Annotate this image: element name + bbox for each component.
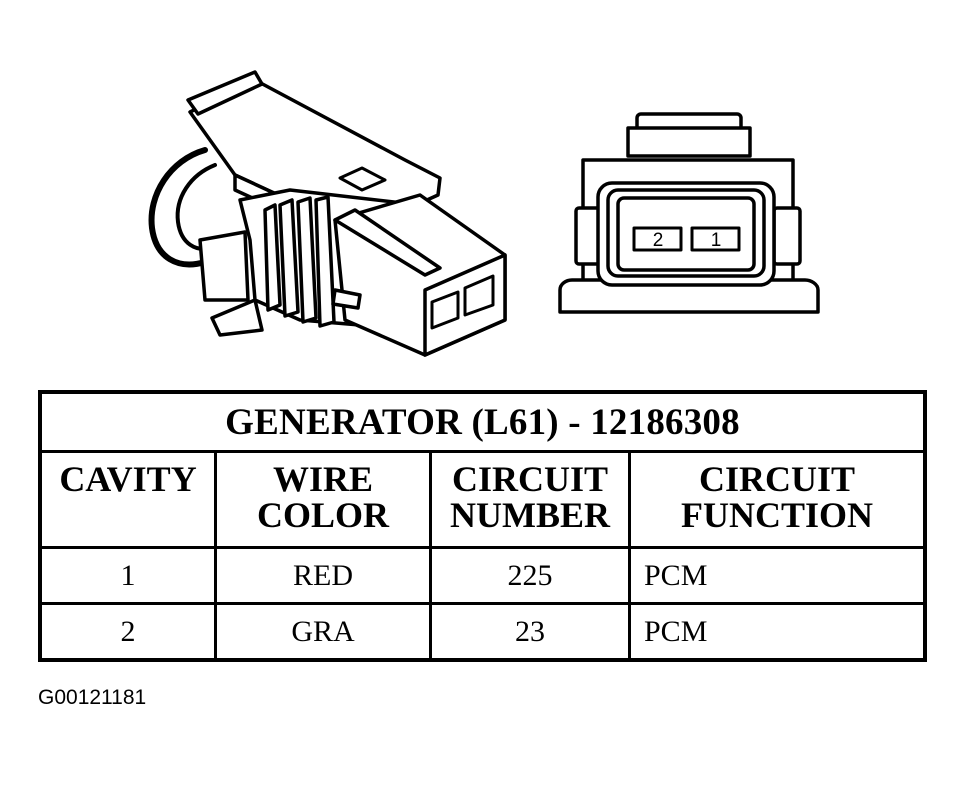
- header-circuit-function-line-2: FUNCTION: [680, 495, 873, 535]
- cell-circuit-function: PCM: [644, 614, 708, 648]
- header-wire-color: WIRE COLOR: [217, 453, 432, 546]
- header-circuit-number-line-1: CIRCUIT: [451, 459, 609, 499]
- header-circuit-number: CIRCUIT NUMBER: [432, 453, 631, 546]
- connector-illustration: 2 1: [148, 70, 820, 357]
- header-cavity: CAVITY: [42, 453, 217, 546]
- connector-face-view: [558, 112, 820, 314]
- table-row: 1 RED 225 PCM: [42, 549, 923, 605]
- header-circuit-number-line-2: NUMBER: [450, 495, 610, 535]
- cell-circuit-number: 225: [432, 549, 631, 602]
- cell-wire-color: RED: [217, 549, 432, 602]
- connector-side-view: [148, 70, 507, 357]
- cell-circuit-number: 23: [432, 605, 631, 658]
- header-cavity-line-1: CAVITY: [59, 459, 197, 499]
- table-header-row: CAVITY WIRE COLOR CIRCUIT NUMBER CIRCUIT…: [42, 453, 923, 549]
- cell-cavity: 2: [42, 605, 217, 658]
- cell-circuit-function: PCM: [644, 558, 708, 592]
- cell-cavity: 1: [42, 549, 217, 602]
- header-wire-color-line-2: COLOR: [256, 495, 389, 535]
- cavity-2-label: 2: [653, 230, 664, 251]
- cell-wire-color: GRA: [217, 605, 432, 658]
- figure-id: G00121181: [38, 686, 147, 709]
- table-row: 2 GRA 23 PCM: [42, 605, 923, 658]
- header-circuit-function: CIRCUIT FUNCTION: [631, 453, 923, 546]
- header-wire-color-line-1: WIRE: [272, 459, 374, 499]
- connector-table: GENERATOR (L61) - 12186308 CAVITY WIRE C…: [38, 390, 927, 662]
- cavity-1-label: 1: [711, 230, 722, 251]
- table-title-row: GENERATOR (L61) - 12186308: [42, 394, 923, 453]
- header-circuit-function-line-1: CIRCUIT: [698, 459, 856, 499]
- table-title: GENERATOR (L61) - 12186308: [225, 401, 740, 443]
